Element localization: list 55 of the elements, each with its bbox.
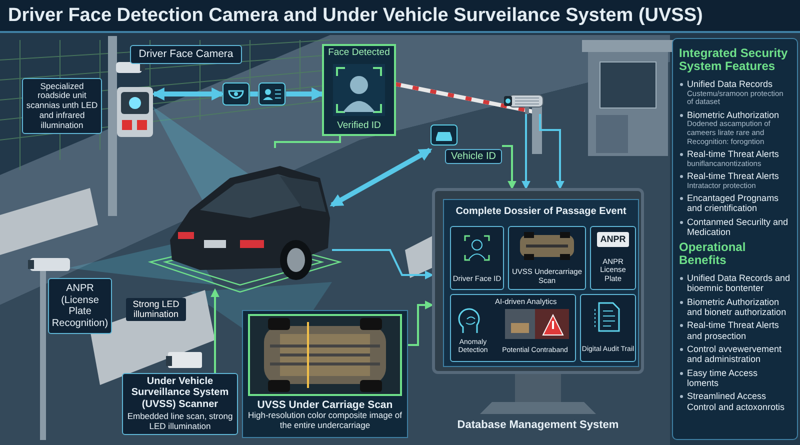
camera-icon	[222, 82, 250, 106]
dashboard-card	[580, 294, 636, 362]
arrow	[210, 288, 220, 373]
title: Driver Face Detection Camera and Under Vehicle Surveilance System (UVSS)	[8, 5, 703, 27]
bullet-item: Unified Data Records and bioemnic bontenter	[679, 272, 791, 294]
bullet-item: Unified Data Records	[679, 79, 791, 90]
callout-text: Specialized roadside unit scannias unth LED and infrared illumination	[25, 82, 99, 130]
bullet-item: Control avvewervement and administration	[679, 344, 791, 365]
bullet-item: Easy time Access loments	[679, 368, 791, 388]
annotation-text: Strong LED illumination	[126, 298, 186, 321]
arrow	[539, 114, 564, 190]
bullet-item: Real-time Threat Alerts and prosection	[679, 320, 791, 341]
screen-panel	[443, 199, 639, 367]
bullet-item: Encantaged Prognams and crientification	[679, 193, 791, 214]
arrow	[522, 114, 530, 190]
callout-box	[122, 373, 238, 435]
security-camera-icon	[503, 92, 545, 114]
label-text: Driver Face Camera	[138, 48, 234, 61]
bullet-item: Biometric Authorization and bionetr authorization	[679, 296, 791, 318]
roadside-unit-drawing	[116, 86, 154, 138]
camera-label	[130, 45, 242, 64]
verified-label: Verified ID	[337, 121, 381, 132]
dashboard-card	[450, 294, 576, 362]
section-heading: Integrated Security System Features	[679, 47, 789, 74]
vehicle-id-tag	[430, 124, 502, 164]
connector-line	[274, 136, 341, 148]
license-plate: ANPR	[597, 232, 629, 247]
bullet-item: Streamlined Access Control and actoxonrotis	[679, 391, 791, 412]
section-heading: Operational Benefits	[679, 240, 747, 267]
callout-text: ANPR (License Plate Recognition)	[51, 283, 109, 329]
face-detection-panel	[322, 44, 396, 136]
panel-text: High-resolution color composite image of the entire undercarriage	[246, 411, 404, 431]
arrow	[151, 88, 225, 100]
panel-heading: Face Detected	[328, 48, 390, 59]
panel-heading: UVSS Under Carriage Scan	[257, 399, 393, 412]
monitor-caption: Database Management System	[456, 419, 620, 432]
bullet-item: Contanmed Securilty and Medication	[679, 216, 791, 238]
arrow	[330, 148, 432, 208]
bullet-item: Real-time Threat Alerts	[679, 171, 791, 182]
side-panel	[672, 38, 798, 440]
bullet-item: Real-time Threat Alerts	[679, 149, 791, 160]
connector-line	[250, 92, 258, 96]
callout-heading: Under Vehicle Surveillance System (UVSS) Scanner	[130, 376, 230, 410]
dashboard-card	[508, 226, 586, 290]
dashboard-card	[590, 226, 636, 290]
arrow	[332, 249, 434, 280]
dashboard-card	[450, 226, 504, 290]
callout-text: Embedded line scan, strong LED illumination	[126, 412, 234, 432]
id-card-icon	[258, 82, 286, 106]
arrow	[502, 145, 516, 190]
screen-heading: Complete Dossier of Passage Event	[456, 206, 626, 218]
label-text: Vehicle ID	[444, 148, 502, 164]
bullet-item: Biometric Authorization	[679, 110, 791, 120]
scan-panel	[242, 310, 408, 438]
arrow	[408, 300, 434, 346]
